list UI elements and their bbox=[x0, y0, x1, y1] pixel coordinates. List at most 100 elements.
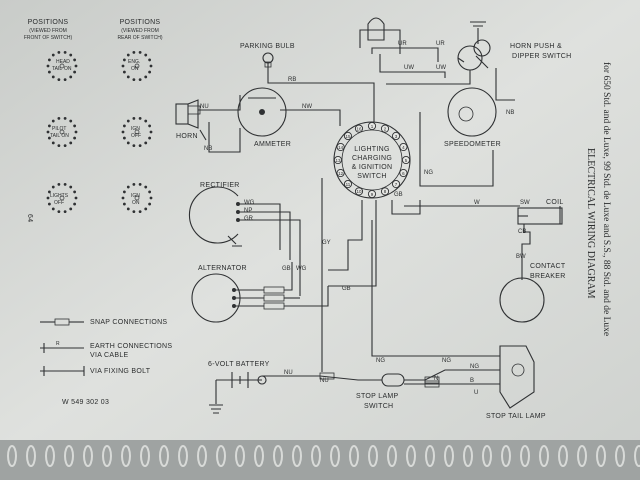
dial-contact bbox=[69, 207, 73, 211]
dial-contact bbox=[149, 196, 153, 200]
dial-contact bbox=[69, 141, 73, 145]
dial-contact bbox=[51, 53, 55, 57]
wire-gb-2: GB bbox=[342, 286, 351, 292]
dial-contact bbox=[63, 144, 67, 148]
binding-ring bbox=[330, 445, 340, 467]
stop-snap-1 bbox=[424, 376, 440, 384]
dial-contact bbox=[46, 196, 50, 200]
binding-ring bbox=[159, 445, 169, 467]
contact-breaker-label-1: CONTACT bbox=[530, 263, 566, 270]
diagram-title: ELECTRICAL WIRING DIAGRAM bbox=[585, 148, 596, 299]
binding-ring bbox=[482, 445, 492, 467]
positions-heading-rear-3: REAR OF SWITCH) bbox=[118, 35, 163, 41]
dial-centre bbox=[134, 129, 140, 135]
row3-rear-label-2: ON bbox=[132, 200, 140, 206]
dial-contact bbox=[144, 207, 148, 211]
dial-contact bbox=[138, 50, 142, 54]
switch-terminal-number: 11 bbox=[346, 182, 351, 187]
dial-contact bbox=[51, 75, 55, 79]
dial-contact bbox=[46, 64, 50, 68]
switch-terminal-number: 5 bbox=[405, 158, 408, 163]
switch-dial-rear-row3 bbox=[121, 182, 153, 214]
dial-contact bbox=[122, 202, 126, 206]
switch-dial-front-row2 bbox=[46, 116, 78, 148]
ammeter-label: AMMETER bbox=[254, 141, 291, 148]
wire-ur-2: UR bbox=[436, 41, 445, 47]
wire-nw: NW bbox=[302, 104, 312, 110]
row1-front-label-1: HEAD bbox=[56, 59, 70, 65]
switch-terminal: 4 bbox=[399, 142, 408, 152]
switch-terminal: 3 bbox=[391, 131, 401, 141]
dial-contact bbox=[63, 116, 67, 120]
wire-nb-2: NB bbox=[506, 110, 514, 116]
wire-wg-1: WG bbox=[244, 200, 255, 206]
battery-snap bbox=[319, 372, 335, 380]
binding-ring bbox=[539, 445, 549, 467]
contact-breaker-label-2: BREAKER bbox=[530, 273, 566, 280]
battery bbox=[216, 372, 267, 388]
switch-terminal: 7 bbox=[391, 179, 401, 189]
dial-contact bbox=[132, 78, 136, 82]
wire-ng-3: NG bbox=[442, 358, 451, 364]
dial-contact bbox=[74, 130, 78, 134]
dial-centre bbox=[59, 129, 65, 135]
row2-rear-label-2: OFF bbox=[131, 133, 141, 139]
switch-terminal: 8 bbox=[380, 187, 390, 196]
dial-contact bbox=[126, 207, 130, 211]
alt-snap-3 bbox=[263, 302, 285, 310]
switch-terminal: 16 bbox=[354, 124, 364, 133]
switch-terminal: 5 bbox=[401, 155, 411, 165]
binding-ring bbox=[444, 445, 454, 467]
switch-terminal-number: 9 bbox=[371, 192, 374, 197]
dial-contact bbox=[73, 70, 77, 74]
binding-ring bbox=[102, 445, 112, 467]
switch-terminal: 13 bbox=[333, 155, 343, 165]
wire-ur-1: UR bbox=[398, 41, 407, 47]
stop-lamp-switch bbox=[381, 373, 405, 387]
dial-contact bbox=[148, 58, 152, 62]
positions-heading-front-2: (VIEWED FROM bbox=[29, 28, 67, 34]
parking-bulb bbox=[262, 52, 274, 68]
dial-contact bbox=[148, 70, 152, 74]
dial-contact bbox=[47, 202, 51, 206]
stop-tail-label: STOP TAIL LAMP bbox=[486, 413, 546, 420]
switch-label-1: LIGHTING bbox=[354, 146, 389, 153]
row3-rear-label-1: IGN bbox=[131, 193, 140, 199]
horn-push-switch bbox=[367, 17, 491, 71]
dial-contact bbox=[144, 119, 148, 123]
dial-contact bbox=[138, 144, 142, 148]
dial-contact bbox=[73, 58, 77, 62]
dial-contact bbox=[144, 75, 148, 79]
dial-contact bbox=[51, 119, 55, 123]
legend-earth-cable-label-2: VIA CABLE bbox=[90, 352, 129, 359]
parking-bulb-label: PARKING BULB bbox=[240, 43, 295, 50]
binding-ring bbox=[425, 445, 435, 467]
dial-contact bbox=[122, 58, 126, 62]
dial-contact bbox=[47, 70, 51, 74]
coil-label: COIL bbox=[546, 199, 564, 206]
alt-snap-1 bbox=[263, 286, 285, 294]
dial-contact bbox=[73, 136, 77, 140]
switch-terminal-number: 7 bbox=[395, 182, 398, 187]
diagram-subtitle: for 650 Std. and de Luxe, 99 Std. de Lux… bbox=[601, 62, 612, 336]
wire-gy: GY bbox=[322, 240, 331, 246]
wire-u: U bbox=[474, 390, 478, 396]
ignition-coil bbox=[517, 207, 563, 225]
binding-ring bbox=[26, 445, 36, 467]
binding-ring bbox=[140, 445, 150, 467]
wire-ng-2: NG bbox=[376, 358, 385, 364]
binding-ring bbox=[178, 445, 188, 467]
binding-ring bbox=[349, 445, 359, 467]
legend-earth-cable-tag: R bbox=[56, 341, 60, 347]
dial-contact bbox=[57, 182, 61, 186]
dial-contact bbox=[126, 53, 130, 57]
horn-label: HORN bbox=[176, 133, 198, 140]
stop-tail-lamp bbox=[499, 345, 535, 409]
row3-front-label-2: OFF bbox=[54, 200, 64, 206]
binding-ring bbox=[615, 445, 625, 467]
binding-ring bbox=[596, 445, 606, 467]
stop-snap-2 bbox=[424, 380, 440, 388]
wire-wg-2: WG bbox=[296, 266, 307, 272]
